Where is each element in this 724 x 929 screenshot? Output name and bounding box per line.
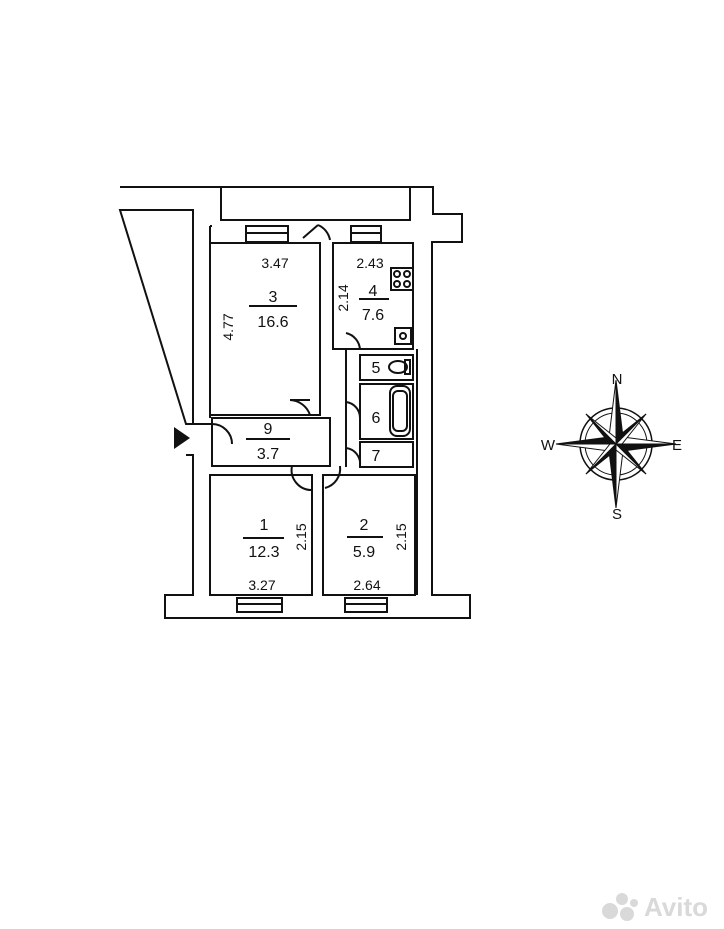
room-6-number: 6 — [372, 410, 381, 427]
room-4-number: 4 — [369, 283, 378, 300]
compass-west-label: W — [541, 437, 556, 454]
compass-east-label: E — [672, 437, 682, 454]
compass-rose-icon — [555, 379, 677, 509]
room-3-width: 3.47 — [261, 255, 288, 271]
room-9-area: 3.7 — [257, 446, 279, 463]
room-3-number: 3 — [269, 289, 278, 306]
avito-watermark-text: Avito — [643, 892, 708, 922]
balcony — [220, 186, 411, 221]
room-6-outline — [359, 383, 414, 440]
room-5-outline — [359, 354, 414, 381]
door-swing — [302, 224, 331, 241]
room-1-outline — [209, 474, 313, 596]
door-swing — [290, 465, 313, 492]
avito-logo-icon — [601, 892, 640, 923]
door-swing — [324, 465, 342, 489]
room-1-width: 3.27 — [248, 577, 275, 593]
toilet — [388, 360, 408, 374]
room-4-width: 2.43 — [356, 255, 383, 271]
room-4-area: 7.6 — [362, 307, 384, 324]
outer-wall — [118, 186, 471, 619]
door-swing — [345, 332, 361, 351]
room-9-number: 9 — [264, 421, 273, 438]
door-swing — [345, 401, 362, 419]
room-1-area: 12.3 — [248, 544, 279, 561]
compass-north-label: N — [612, 371, 623, 388]
room-2-outline — [322, 474, 416, 596]
room-2-width: 2.64 — [353, 577, 380, 593]
room-7-number: 7 — [372, 448, 381, 465]
stove — [390, 267, 414, 291]
door-swing — [289, 399, 311, 416]
room-7-outline — [359, 441, 414, 468]
sink — [394, 327, 412, 345]
room-1-height: 2.15 — [293, 523, 309, 550]
room-3-area: 16.6 — [257, 314, 288, 331]
room-2-area: 5.9 — [353, 544, 375, 561]
room-5-number: 5 — [372, 360, 381, 377]
bathtub — [389, 385, 411, 437]
entrance-arrow-icon — [174, 427, 190, 449]
room-1-number: 1 — [260, 517, 269, 534]
room-3-height: 4.77 — [220, 313, 236, 340]
door-swing — [345, 447, 362, 467]
room-9-outline — [211, 417, 331, 467]
compass-south-label: S — [612, 506, 622, 523]
door-swing — [193, 423, 233, 445]
avito-watermark: Avito — [601, 892, 708, 923]
room-2-number: 2 — [360, 517, 369, 534]
room-2-height: 2.15 — [393, 523, 409, 550]
room-4-height: 2.14 — [335, 284, 351, 311]
